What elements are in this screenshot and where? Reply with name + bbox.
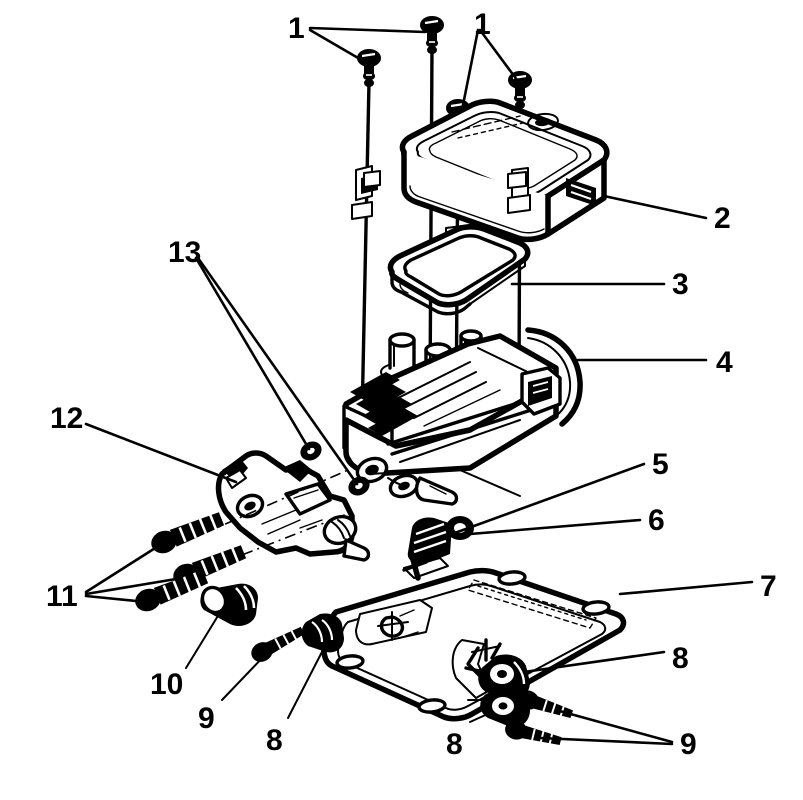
callout-label-5: 5 [652,448,669,481]
leader-6 [468,518,642,536]
callout-label-13: 13 [168,236,202,269]
callout-label-8-mid: 8 [446,728,463,761]
cover-bolt-a [355,47,383,422]
callout-label-9-right: 9 [680,728,697,761]
callout-label-1-left: 1 [288,12,305,45]
part-fitting-cluster-right [464,638,576,752]
callout-label-6: 6 [648,504,665,537]
leader-8-right [522,650,666,674]
cover-bolt-b [418,14,446,394]
part-mounting-bracket-plate [321,553,627,722]
leader-group-9-right [538,708,674,746]
callout-label-7: 7 [760,570,777,603]
callout-label-3: 3 [672,268,689,301]
leader-8-mid [469,711,493,723]
mounting-bolt-1 [146,507,227,559]
callout-label-9-left: 9 [198,702,215,735]
valve-body-ports [345,451,459,506]
plate-bolt-holes [335,570,611,714]
mounting-bolt-3 [130,565,211,617]
leader-group-1 [308,26,522,112]
callout-label-11: 11 [46,580,78,613]
callout-label-8-right: 8 [672,642,689,675]
leader-10 [185,605,225,669]
leader-group-13 [194,256,359,486]
part-fitting-sleeve [402,516,474,581]
leader-2 [602,194,708,220]
leader-7 [618,580,754,596]
part-fitting-left [246,613,344,667]
leader-9-left [221,653,267,701]
part-solenoid-cover [351,98,610,244]
leader-12 [84,422,238,484]
callout-label-10: 10 [150,668,184,701]
retaining-bolt-right-b [502,717,564,752]
leader-8-left [287,647,325,719]
o-ring-seal-upper [297,437,325,465]
part-valve-body [342,327,583,506]
part-cover-gasket [387,224,531,316]
leader-5 [450,462,646,536]
callout-label-2: 2 [714,202,731,235]
retaining-bolt-left [246,621,309,667]
callout-label-4: 4 [716,346,733,379]
callout-label-1-right: 1 [474,8,491,41]
callout-label-8-left: 8 [266,724,283,757]
part-modulator-housing [161,450,371,581]
leader-group-11 [84,543,184,604]
part-pressure-switch [200,583,258,626]
callout-label-12: 12 [50,402,84,435]
